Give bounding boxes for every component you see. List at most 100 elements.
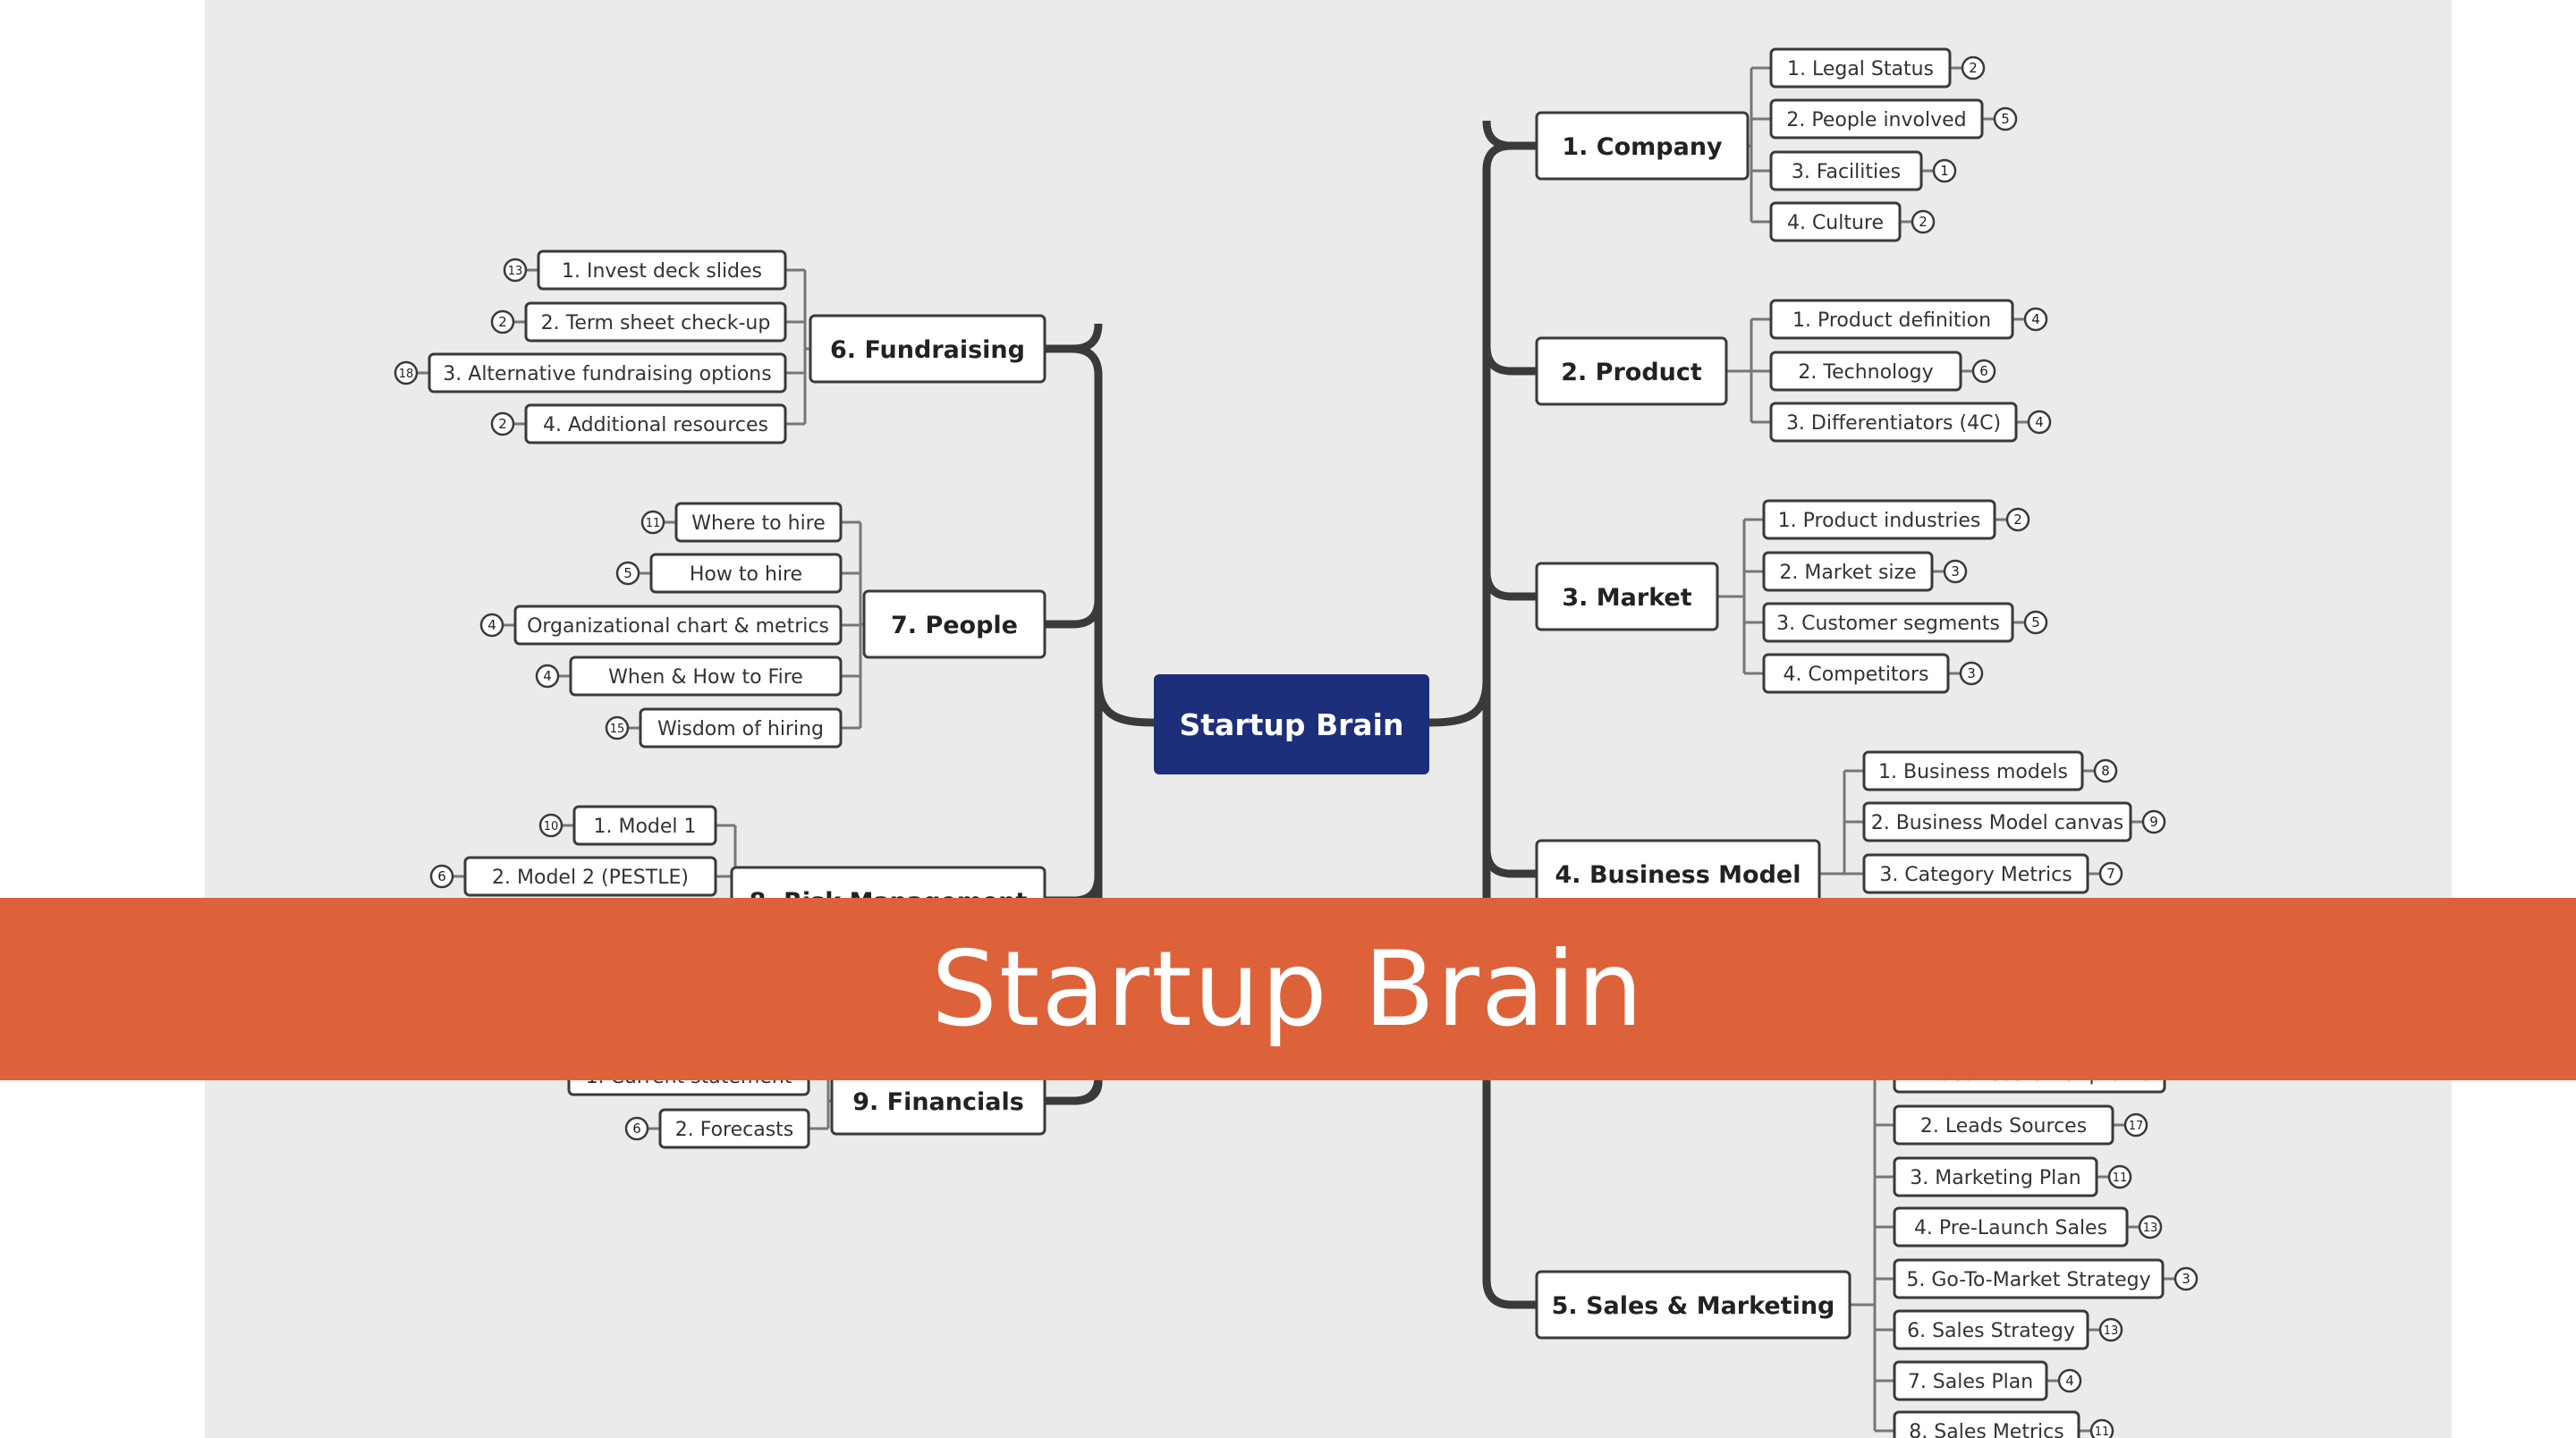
topic-count-badge-text: 3 (2182, 1271, 2190, 1287)
branch-node-sales (1535, 1270, 1852, 1340)
topic-count-badge: 3 (1943, 559, 1968, 584)
topic-count-badge-text: 11 (646, 517, 661, 530)
branch-company[interactable]: 1. Company (1535, 111, 1750, 181)
branch-label-fundraising: 6. Fundraising (830, 336, 1025, 364)
branch-financials[interactable]: 9. Financials (830, 1066, 1046, 1136)
topic-label: 4. Pre-Launch Sales (1914, 1217, 2107, 1239)
branch-label-financials: 9. Financials (852, 1088, 1024, 1116)
topic-box (1893, 1156, 2098, 1197)
branch-node-fundraising (809, 314, 1046, 384)
topic-box (1769, 201, 1902, 242)
branch-business[interactable]: 4. Business Model (1535, 839, 1821, 909)
topic-people-wisdom-of-hiring[interactable]: Wisdom of hiring 15 (605, 707, 843, 749)
branch-product[interactable]: 2. Product (1535, 336, 1728, 406)
topic-count-badge-text: 2 (498, 416, 507, 432)
branch-connector-sales (1482, 1279, 1537, 1309)
topic-risk-2-model-2-pestle[interactable]: 2. Model 2 (PESTLE)6 (429, 856, 717, 897)
topic-count-badge-text: 13 (508, 265, 523, 278)
topic-count-badge: 15 (605, 715, 630, 740)
topic-product-3-differentiators-4c[interactable]: 3. Differentiators (4C) 4 (1769, 402, 2052, 443)
topic-box (1862, 853, 2089, 894)
branch-market[interactable]: 3. Market (1535, 562, 1719, 631)
topic-count-badge-text: 4 (2031, 311, 2040, 327)
topic-count-badge: 3 (1959, 661, 1984, 686)
topic-market-2-market-size[interactable]: 2. Market size 3 (1762, 551, 1968, 592)
branch-people[interactable]: 7. People (862, 589, 1046, 659)
topic-count-badge-text: 10 (544, 820, 559, 833)
branch-connector-market (1482, 571, 1537, 601)
topic-count-badge: 6 (429, 864, 454, 889)
branch-node-people (862, 589, 1046, 659)
topic-count-badge: 5 (1993, 106, 2018, 131)
topic-box (524, 301, 787, 343)
topic-box (1762, 653, 1950, 694)
topic-count-badge-text: 3 (1967, 665, 1976, 681)
topic-risk-1-model-1[interactable]: 1. Model 1 10 (538, 805, 717, 846)
topic-count-badge-text: 4 (2035, 414, 2044, 430)
topic-count-badge: 17 (2123, 1112, 2148, 1138)
topic-fundraising-2-term-sheet-check-up[interactable]: 2. Term sheet check-up2 (490, 301, 787, 343)
branch-connector-business (1482, 848, 1537, 878)
topic-label: 3. Alternative fundraising options (443, 363, 771, 385)
topic-box (1893, 1360, 2048, 1401)
topic-box (463, 856, 717, 897)
branch-node-company (1535, 111, 1750, 181)
topic-label: 2. Forecasts (675, 1119, 794, 1141)
topic-box (569, 656, 843, 697)
topic-label: Wisdom of hiring (657, 718, 824, 740)
topic-count-badge: 2 (1961, 55, 1986, 80)
topic-box (524, 403, 787, 444)
branch-connector-risk (1045, 875, 1103, 905)
branch-connector-people (1045, 598, 1103, 629)
topic-count-badge: 1 (1932, 158, 1957, 183)
branch-sales[interactable]: 5. Sales & Marketing (1535, 1270, 1852, 1340)
branch-label-market: 3. Market (1562, 584, 1691, 612)
topic-label: 2. Market size (1779, 562, 1916, 584)
topic-label: 1. Business models (1878, 761, 2068, 783)
topic-label: 3. Differentiators (4C) (1786, 412, 2001, 435)
topic-label: 4. Culture (1787, 212, 1884, 234)
topic-label: 4. Competitors (1783, 664, 1928, 686)
topic-count-badge: 3 (2174, 1266, 2199, 1291)
title-banner: Startup Brain (0, 898, 2576, 1080)
topic-label: 3. Marketing Plan (1910, 1167, 2080, 1189)
topic-box (639, 707, 843, 749)
branch-label-business: 4. Business Model (1555, 861, 1801, 889)
topic-box (1893, 1410, 2080, 1438)
topic-label: 1. Model 1 (593, 816, 696, 838)
topic-count-badge: 4 (479, 613, 504, 638)
central-node[interactable]: Startup Brain (1154, 674, 1429, 774)
topic-box (1769, 47, 1952, 89)
branch-fundraising[interactable]: 6. Fundraising (809, 314, 1046, 384)
branch-connector-financials (1045, 1075, 1103, 1105)
topic-market-4-competitors[interactable]: 4. Competitors 3 (1762, 653, 1984, 694)
topic-box (1762, 499, 1996, 540)
topic-count-badge: 4 (2057, 1368, 2082, 1393)
